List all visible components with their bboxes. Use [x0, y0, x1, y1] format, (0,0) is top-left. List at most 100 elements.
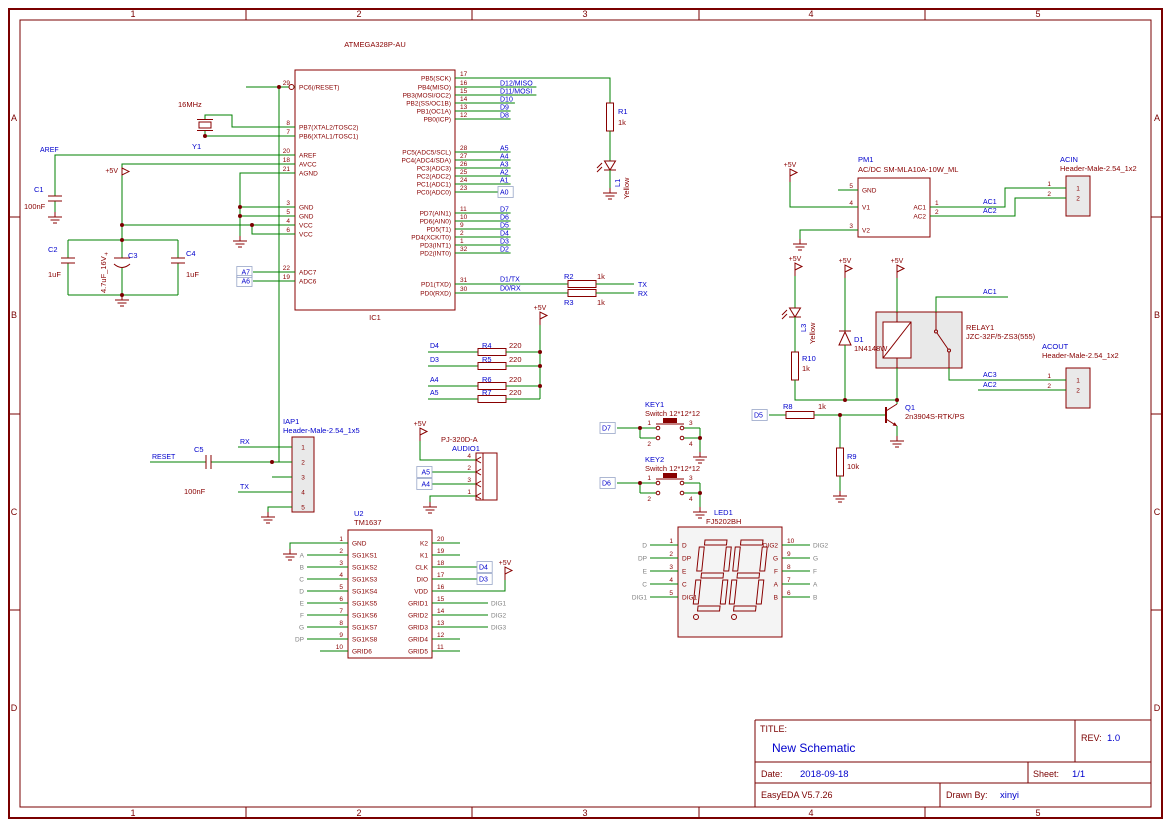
net-name: B [813, 595, 817, 602]
generated-schematic: 29PC6(/RESET)8PB7(XTAL2/TOSC2)7PB6(XTAL1… [48, 71, 1080, 656]
net-port-box [236, 275, 253, 287]
pin-name: CLK [415, 565, 428, 572]
net-d4: D4 [430, 343, 439, 350]
net-name: DP [295, 637, 304, 644]
net-name: A [300, 553, 305, 560]
wire [935, 296, 1008, 312]
pm1-body[interactable] [857, 177, 931, 238]
pin-number: 3 [689, 420, 693, 427]
c1-ref: C1 [34, 185, 44, 194]
c3-ref: C3 [128, 251, 138, 260]
pin-name: GND [299, 214, 314, 221]
pin-name: ADC7 [299, 270, 317, 277]
junction-dot [120, 223, 124, 227]
pin-name: GND [299, 205, 314, 212]
pin-number: 1 [1047, 373, 1051, 380]
acout-body[interactable] [1065, 367, 1091, 409]
net-label: A1 [500, 178, 509, 185]
shape [723, 546, 732, 572]
pin-name: PC2(ADC2) [417, 174, 451, 181]
pin-number: 24 [460, 177, 468, 184]
pin-number: 1 [1076, 186, 1080, 193]
d1-ref: D1 [854, 335, 864, 344]
ic1-body[interactable] [294, 69, 456, 311]
relay1-ref: RELAY1 [966, 323, 994, 332]
net-name: E [300, 601, 305, 608]
r5-ref: R5 [482, 355, 492, 364]
pin-name: PB2(SS/OC1B) [406, 101, 451, 108]
q1-value: 2n3904S-RTK/PS [905, 412, 964, 421]
net-label: D1/TX [500, 277, 520, 284]
net-label: A5 [500, 146, 509, 153]
net-port-box [599, 477, 616, 489]
col-index: 4 [808, 9, 813, 19]
r9-ref: R9 [847, 452, 857, 461]
jack-contact-icon [475, 492, 482, 500]
junction-dot [895, 398, 899, 402]
audio1-body[interactable] [475, 452, 498, 501]
pin-name: PB6(XTAL1/TOSC1) [299, 134, 358, 141]
u2-body[interactable] [347, 529, 433, 659]
pin-number: 1 [339, 536, 343, 543]
seven-segment-digit [728, 539, 768, 612]
pin-number: 7 [286, 129, 290, 136]
rev-label: REV: [1081, 733, 1102, 743]
pin-number: 2 [301, 460, 305, 467]
net-label: D0/RX [500, 286, 521, 293]
acout-ref: ACOUT [1042, 342, 1069, 351]
pin-number: 18 [437, 560, 445, 567]
pin-number: 16 [460, 80, 468, 87]
r8-value: 1k [818, 402, 826, 411]
r6-ref: R6 [482, 375, 492, 384]
pin-name: PD2(INT0) [420, 251, 451, 258]
junction-dot [638, 426, 642, 430]
pin-number: 5 [301, 505, 305, 512]
pin-name: SG1KS6 [352, 613, 378, 620]
pin-name: ADC6 [299, 279, 317, 286]
jack-contact-icon [475, 480, 482, 488]
pin-name: SG1KS3 [352, 577, 378, 584]
pin-number: 2 [647, 496, 651, 503]
junction-dot [843, 398, 847, 402]
net-name: D [299, 589, 304, 596]
plus5v-icon [121, 167, 131, 176]
r3-ref: R3 [564, 298, 574, 307]
pin-number: 10 [460, 214, 468, 221]
diode-icon [838, 330, 852, 346]
gnd-icon [793, 239, 807, 251]
acout-value: Header-Male-2.54_1x2 [1042, 351, 1119, 360]
junction-dot [250, 223, 254, 227]
pin-number: 12 [460, 112, 468, 119]
pin-number: 16 [437, 584, 445, 591]
l1-value: Yellow [622, 177, 631, 199]
pin-name: PB7(XTAL2/TOSC2) [299, 125, 358, 132]
pin-number: 19 [283, 274, 291, 281]
c5-ref: C5 [194, 445, 204, 454]
net-port-box [476, 573, 493, 585]
pin-number: 3 [339, 560, 343, 567]
iap1-body[interactable] [291, 436, 315, 513]
pin-number: 2 [339, 548, 343, 555]
net-name: DP [638, 556, 647, 563]
net-label: D3 [500, 239, 509, 246]
pin-number: 5 [849, 183, 853, 190]
shape [728, 579, 738, 605]
c1-value: 100nF [24, 202, 46, 211]
relay-contact-icon [947, 348, 951, 353]
net-reset: RESET [152, 454, 176, 461]
junction-dot [203, 134, 207, 138]
pin-name: VCC [299, 232, 313, 239]
led1-value: FJ5202BH [706, 517, 741, 526]
c2-ref: C2 [48, 245, 58, 254]
pin-number: 20 [283, 148, 291, 155]
gnd-icon [603, 188, 617, 200]
pin-number: 29 [283, 80, 291, 87]
pin-number: 1 [935, 200, 939, 207]
shape [732, 546, 741, 572]
row-index: B [11, 310, 17, 320]
acin-body[interactable] [1065, 175, 1091, 217]
junction-dot [638, 481, 642, 485]
row-index: C [1154, 507, 1161, 517]
pin-name: D [682, 543, 687, 550]
